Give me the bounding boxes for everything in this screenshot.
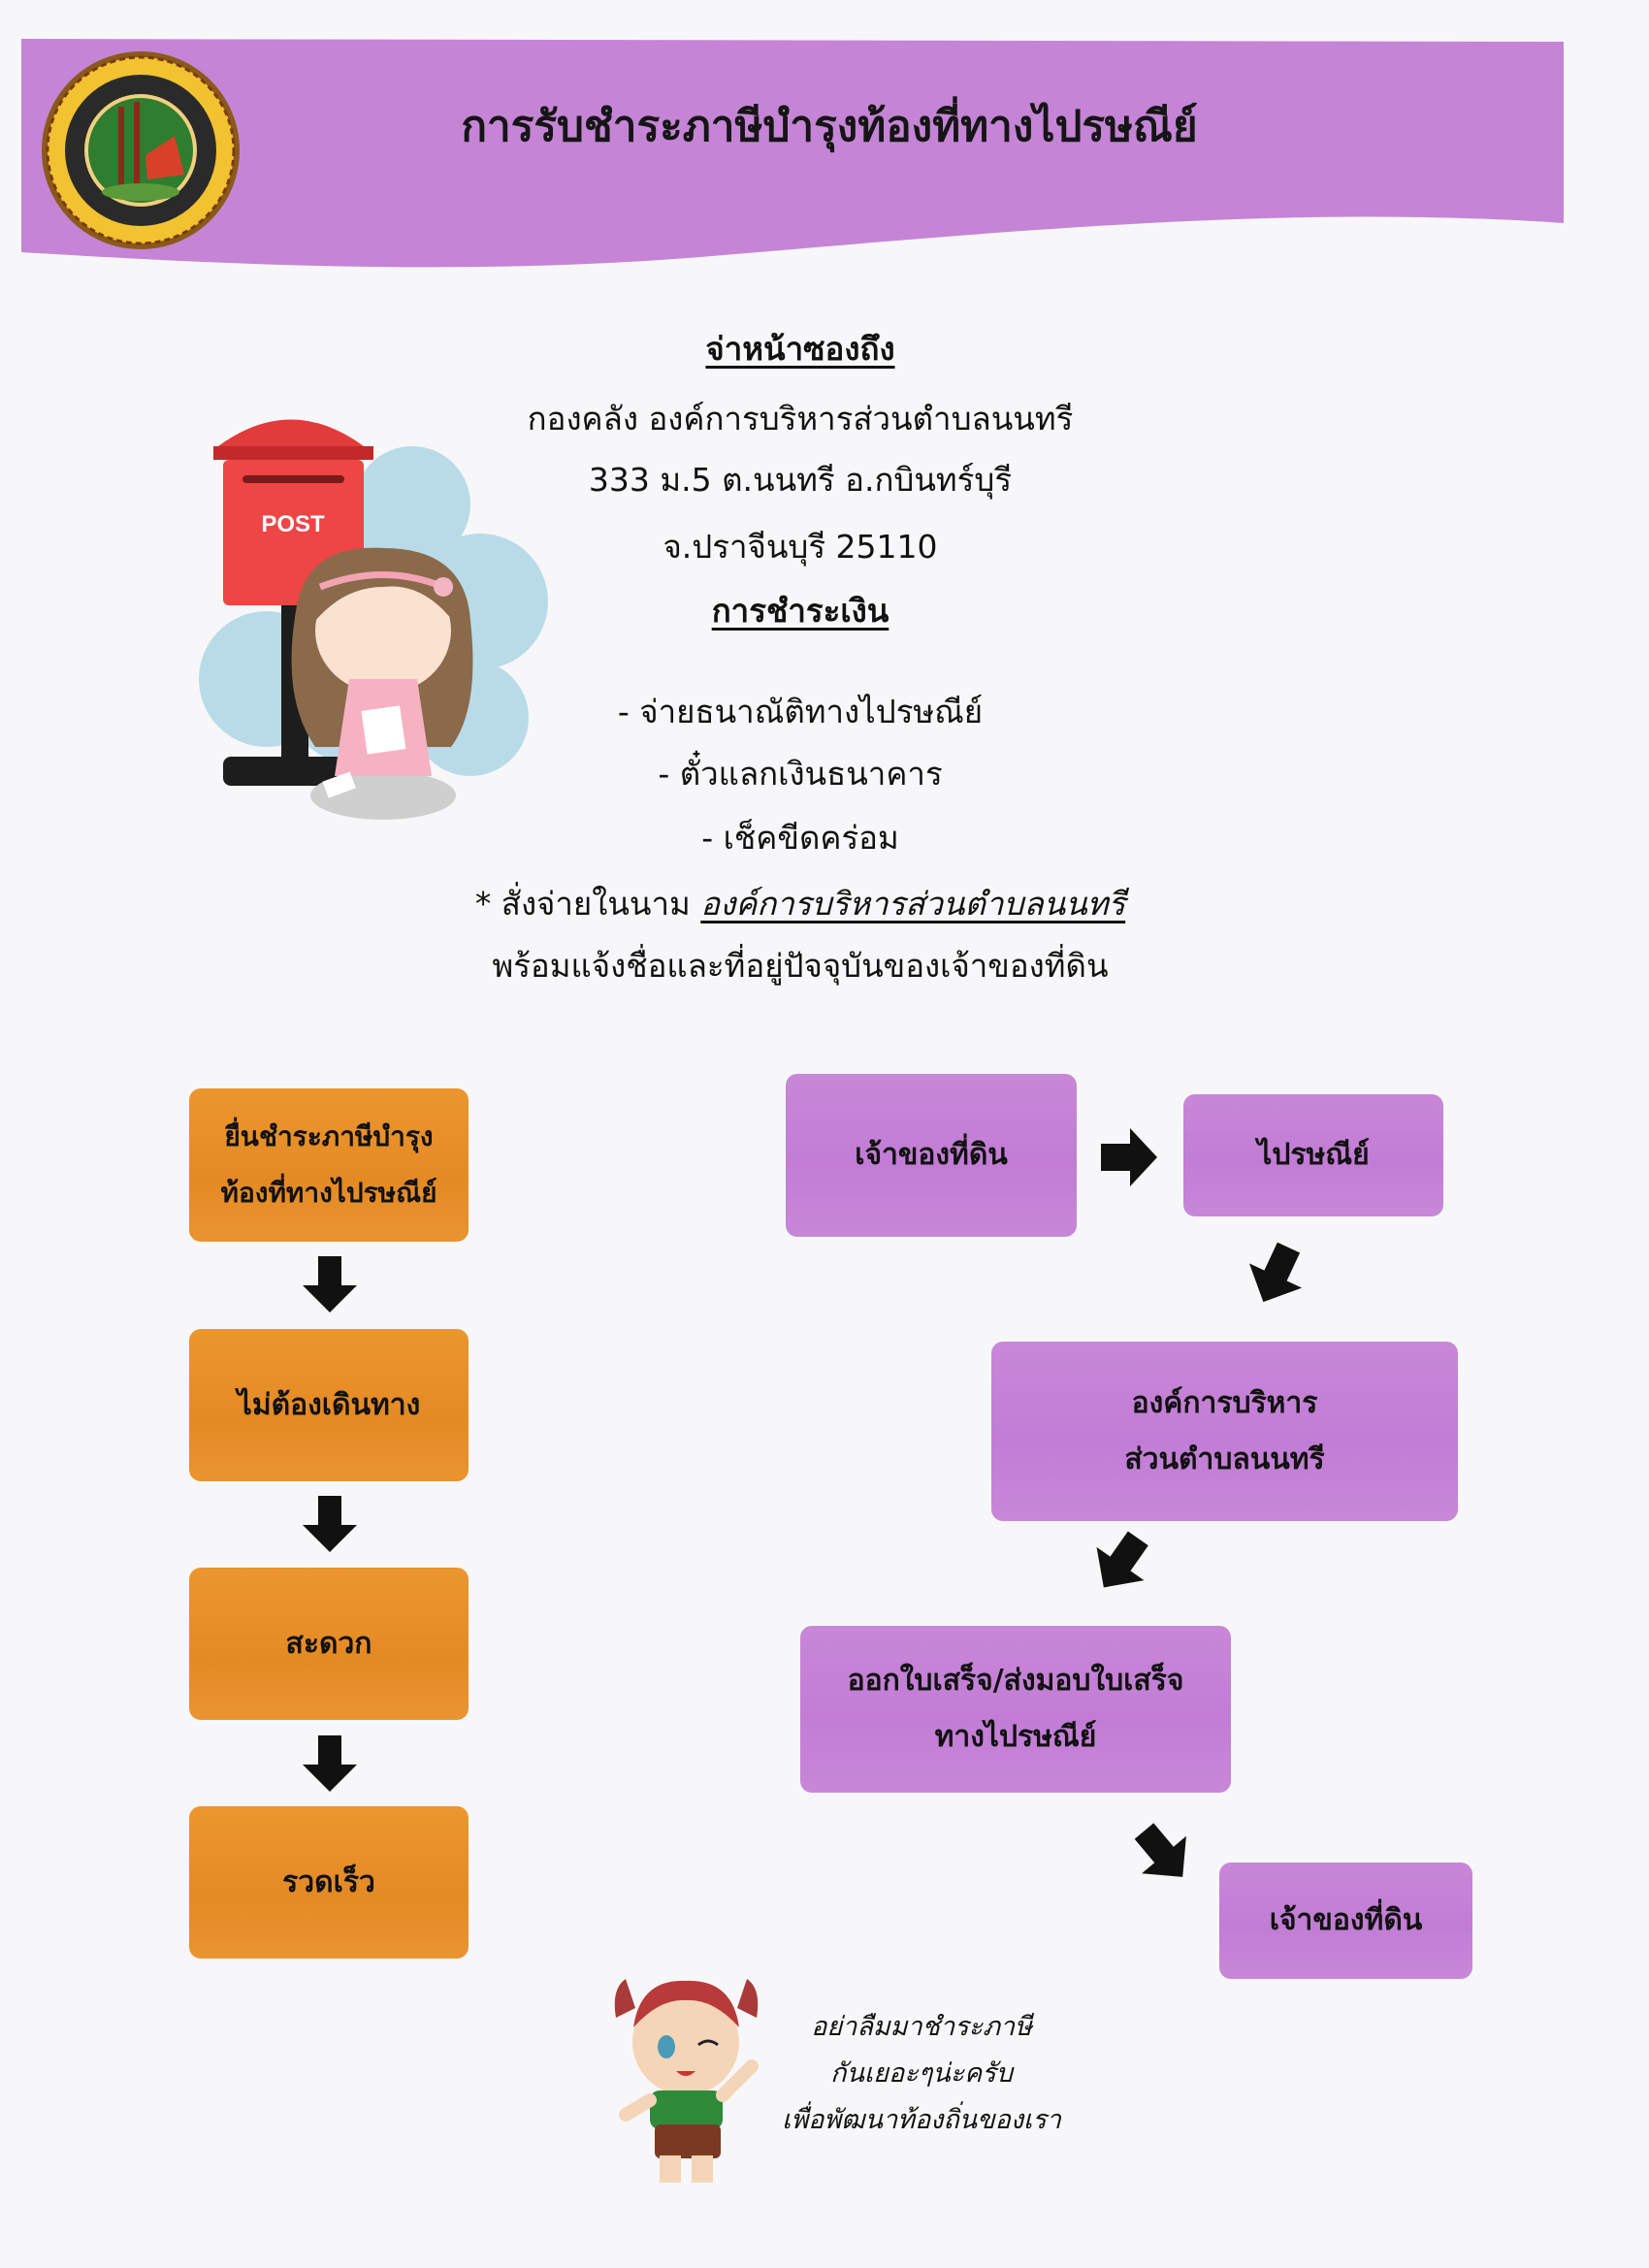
payment-note-prefix: * สั่งจ่ายในนาม bbox=[474, 885, 691, 923]
slogan-line-2: กันเยอะๆน่ะครับ bbox=[830, 2058, 1013, 2089]
page-title: การรับชำระภาษีบำรุงท้องที่ทางไปรษณีย์ bbox=[461, 102, 1198, 151]
slogan-line-3: เพื่อพัฒนาท้องถิ่นของเรา bbox=[782, 2105, 1061, 2135]
benefit-box-3: สะดวก bbox=[189, 1568, 469, 1720]
payment-method-2: - ตั๋วแลกเงินธนาคาร bbox=[658, 755, 943, 793]
address-heading: จ่าหน้าซองถึง bbox=[705, 330, 895, 368]
arrow-right-icon bbox=[1101, 1128, 1157, 1186]
address-line-2: 333 ม.5 ต.นนทรี อ.กบินทร์บุรี bbox=[588, 461, 1013, 499]
payment-method-3: - เช็คขีดคร่อม bbox=[701, 819, 899, 857]
arrow-down-icon bbox=[303, 1735, 357, 1792]
header-banner bbox=[21, 39, 1564, 268]
process-step-landowner: เจ้าของที่ดิน bbox=[786, 1074, 1077, 1237]
postbox-girl-illustration: POST bbox=[199, 419, 548, 820]
benefit-box-4: รวดเร็ว bbox=[189, 1806, 469, 1959]
payment-heading: การชำระเงิน bbox=[711, 592, 889, 630]
payment-method-1: - จ่ายธนาณัติทางไปรษณีย์ bbox=[617, 693, 984, 730]
address-line-3: จ.ปราจีนบุรี 25110 bbox=[663, 528, 938, 566]
mascot-child-illustration bbox=[614, 1979, 759, 2183]
arrow-down-right-icon bbox=[1134, 1823, 1186, 1877]
arrow-down-icon bbox=[303, 1496, 357, 1552]
payment-note: * สั่งจ่ายในนาม องค์การบริหารส่วนตำบลนนท… bbox=[417, 885, 1183, 923]
slogan-line-1: อย่าลืมมาชำระภาษี bbox=[811, 2012, 1032, 2042]
benefit-box-1: ยื่นชำระภาษีบำรุง ท้องที่ทางไปรษณีย์ bbox=[189, 1088, 469, 1242]
process-step-sao: องค์การบริหาร ส่วนตำบลนนทรี bbox=[991, 1342, 1458, 1521]
process-step-receipt: ออกใบเสร็จ/ส่งมอบใบเสร็จ ทางไปรษณีย์ bbox=[800, 1626, 1231, 1793]
payment-payee: องค์การบริหารส่วนตำบลนนทรี bbox=[700, 885, 1126, 923]
arrow-down-icon bbox=[1248, 1242, 1303, 1303]
process-step-landowner-final: เจ้าของที่ดิน bbox=[1219, 1863, 1472, 1979]
process-step-post-office: ไปรษณีย์ bbox=[1183, 1094, 1443, 1216]
postbox-label: POST bbox=[261, 511, 325, 537]
address-line-1: กองคลัง องค์การบริหารส่วนตำบลนนทรี bbox=[527, 400, 1074, 437]
organization-seal-logo bbox=[42, 51, 240, 249]
payment-note-line-2: พร้อมแจ้งชื่อและที่อยู่ปัจจุบันของเจ้าขอ… bbox=[492, 947, 1109, 985]
arrow-down-left-icon bbox=[1096, 1531, 1148, 1588]
benefit-box-2: ไม่ต้องเดินทาง bbox=[189, 1329, 469, 1481]
arrow-down-icon bbox=[303, 1256, 357, 1312]
